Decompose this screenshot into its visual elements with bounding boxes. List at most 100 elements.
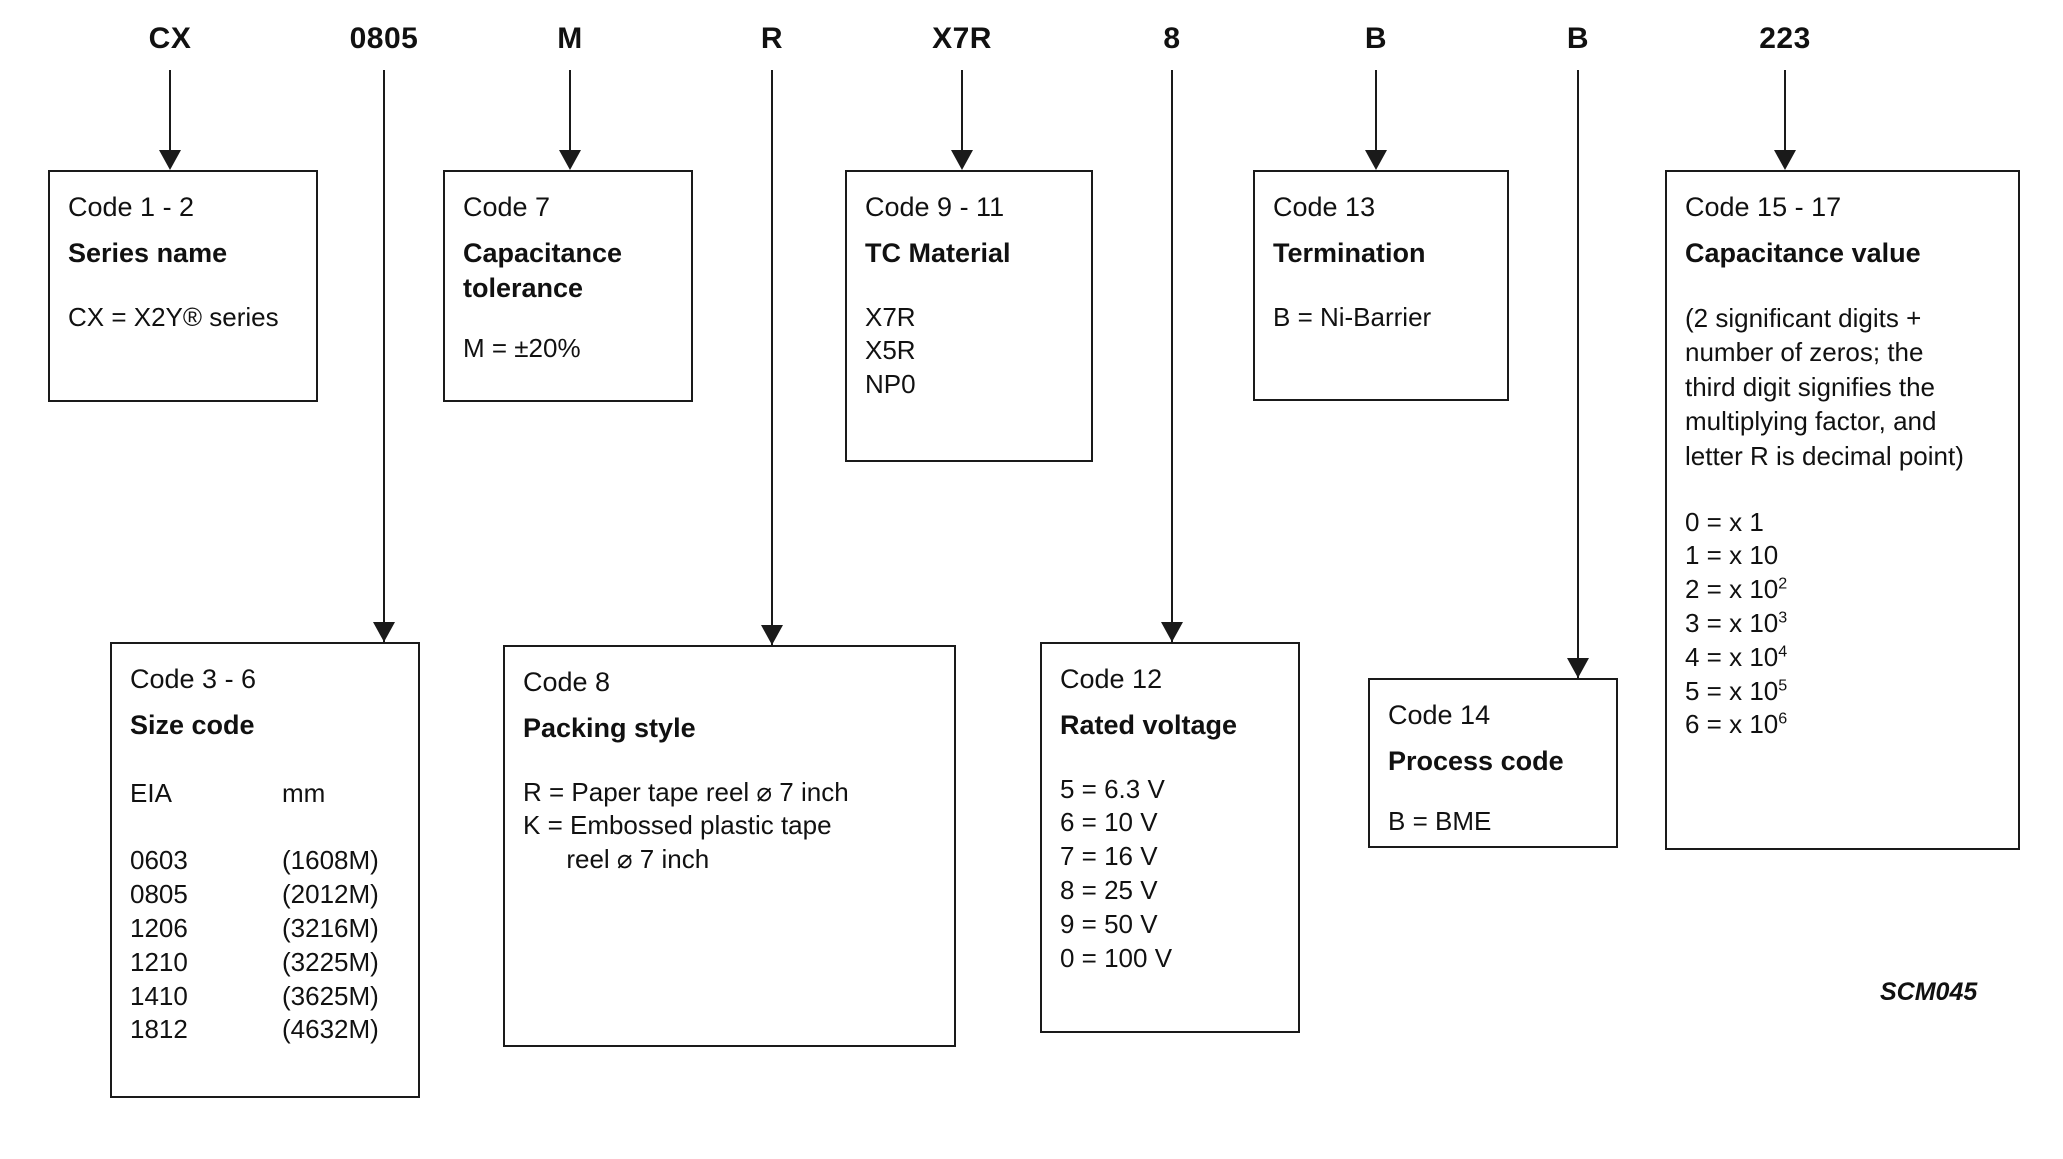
box-rated-voltage-body: 5 = 6.3 V 6 = 10 V 7 = 16 V 8 = 25 V 9 =… (1060, 773, 1282, 976)
arrowhead-b-termination (1365, 150, 1387, 170)
size-code-row: 1210(3225M) (130, 946, 379, 977)
box-capacitance-tolerance-code: Code 7 (463, 192, 551, 222)
box-process-code-body: B = BME (1388, 805, 1600, 839)
box-tc-material-title: TC Material (865, 237, 1011, 268)
box-tc-material: Code 9 - 11 TC Material X7R X5R NP0 (845, 170, 1093, 462)
connector-line-0805 (383, 70, 385, 642)
size-code-row: 1410(3625M) (130, 980, 379, 1011)
multiplier-row-3: 3 = x 103 (1685, 607, 1788, 638)
box-packing-style-line-1: R = Paper tape reel ⌀ 7 inch (523, 776, 849, 807)
box-tc-material-body: X7R X5R NP0 (865, 301, 1075, 402)
box-capacitance-value-note: (2 significant digits + number of zeros;… (1685, 301, 2002, 474)
box-capacitance-value-multipliers: 0 = x 1 1 = x 10 2 = x 102 3 = x 103 4 =… (1685, 506, 2002, 743)
box-termination-code: Code 13 (1273, 192, 1376, 222)
size-code-header-eia: EIA (130, 777, 172, 808)
box-size-code-title: Size code (130, 709, 255, 740)
arrowhead-0805 (373, 622, 395, 642)
code-label-0805: 0805 (349, 22, 419, 55)
box-series-name-title: Series name (68, 237, 228, 268)
box-rated-voltage-line-3: 7 = 16 V (1060, 841, 1158, 872)
box-rated-voltage-title: Rated voltage (1060, 709, 1238, 740)
connector-line-m (569, 70, 571, 160)
box-rated-voltage-code: Code 12 (1060, 664, 1163, 694)
box-size-code-table: EIA mm 0603(1608M) 0805(2012M) 1206(3216… (130, 777, 402, 1048)
box-series-name-code: Code 1 - 2 (68, 192, 195, 222)
box-capacitance-value-note-line-5: letter R is decimal point) (1685, 440, 1964, 471)
code-label-r: R (760, 22, 784, 55)
multiplier-row-5: 5 = x 105 (1685, 675, 1788, 706)
box-process-code-title: Process code (1388, 745, 1564, 776)
multiplier-row-4: 4 = x 104 (1685, 641, 1788, 672)
connector-line-x7r (961, 70, 963, 160)
box-series-name-line-1: CX = X2Y® series (68, 301, 279, 332)
box-capacitance-value-note-line-2: number of zeros; the (1685, 337, 1924, 368)
box-series-name-body: CX = X2Y® series (68, 301, 300, 335)
box-packing-style-line-3: reel ⌀ 7 inch (523, 844, 710, 875)
box-process-code-line-1: B = BME (1388, 805, 1492, 836)
arrowhead-223 (1774, 150, 1796, 170)
connector-line-223 (1784, 70, 1786, 160)
box-packing-style-body: R = Paper tape reel ⌀ 7 inch K = Embosse… (523, 776, 938, 877)
code-label-cx: CX (148, 22, 192, 55)
box-process-code-code: Code 14 (1388, 700, 1491, 730)
box-termination-body: B = Ni-Barrier (1273, 301, 1491, 335)
arrowhead-m (559, 150, 581, 170)
multiplier-row-0: 0 = x 1 (1685, 506, 1764, 537)
size-code-header-mm: mm (282, 777, 326, 808)
box-capacitance-tolerance: Code 7 Capacitance tolerance M = ±20% (443, 170, 693, 402)
connector-line-8 (1171, 70, 1173, 642)
box-capacitance-value: Code 15 - 17 Capacitance value (2 signif… (1665, 170, 2020, 850)
connector-line-r (771, 70, 773, 645)
box-rated-voltage-line-4: 8 = 25 V (1060, 875, 1158, 906)
arrowhead-b-process (1567, 658, 1589, 678)
size-code-row: 1812(4632M) (130, 1014, 379, 1045)
box-tc-material-line-2: X5R (865, 335, 916, 366)
box-packing-style-title: Packing style (523, 712, 696, 743)
multiplier-row-2: 2 = x 102 (1685, 574, 1788, 605)
box-series-name: Code 1 - 2 Series name CX = X2Y® series (48, 170, 318, 402)
box-tc-material-line-1: X7R (865, 301, 916, 332)
size-code-row: 0805(2012M) (130, 879, 379, 910)
box-termination-line-1: B = Ni-Barrier (1273, 301, 1432, 332)
box-rated-voltage-line-2: 6 = 10 V (1060, 807, 1158, 838)
code-label-223: 223 (1759, 22, 1811, 55)
box-packing-style-code: Code 8 (523, 667, 611, 697)
box-packing-style: Code 8 Packing style R = Paper tape reel… (503, 645, 956, 1047)
code-label-b-termination: B (1364, 22, 1388, 55)
box-size-code: Code 3 - 6 Size code EIA mm 0603(1608M) … (110, 642, 420, 1098)
box-tc-material-code: Code 9 - 11 (865, 192, 1005, 222)
arrowhead-8 (1161, 622, 1183, 642)
arrowhead-x7r (951, 150, 973, 170)
arrowhead-r (761, 625, 783, 645)
multiplier-row-1: 1 = x 10 (1685, 540, 1779, 571)
size-code-row: 0603(1608M) (130, 845, 379, 876)
connector-line-b-termination (1375, 70, 1377, 160)
box-capacitance-value-note-line-3: third digit signifies the (1685, 371, 1936, 402)
box-rated-voltage-line-5: 9 = 50 V (1060, 908, 1158, 939)
connector-line-b-process (1577, 70, 1579, 678)
box-process-code: Code 14 Process code B = BME (1368, 678, 1618, 848)
box-rated-voltage: Code 12 Rated voltage 5 = 6.3 V 6 = 10 V… (1040, 642, 1300, 1033)
box-capacitance-value-title: Capacitance value (1685, 237, 1921, 268)
multiplier-row-6: 6 = x 106 (1685, 709, 1788, 740)
box-capacitance-value-note-line-4: multiplying factor, and (1685, 406, 1937, 437)
box-tc-material-line-3: NP0 (865, 369, 916, 400)
size-code-header-row: EIA mm (130, 777, 402, 811)
box-capacitance-value-code: Code 15 - 17 (1685, 192, 1842, 222)
code-label-m: M (557, 22, 583, 55)
box-rated-voltage-line-6: 0 = 100 V (1060, 942, 1173, 973)
box-capacitance-tolerance-title1: Capacitance (463, 237, 623, 268)
box-termination-title: Termination (1273, 237, 1426, 268)
code-label-8: 8 (1163, 22, 1181, 55)
box-capacitance-tolerance-body: M = ±20% (463, 332, 675, 366)
size-code-row: 1206(3216M) (130, 913, 379, 944)
box-rated-voltage-line-1: 5 = 6.3 V (1060, 773, 1165, 804)
box-size-code-code: Code 3 - 6 (130, 664, 257, 694)
figure-id-label: SCM045 (1880, 978, 1978, 1006)
box-packing-style-line-2: K = Embossed plastic tape (523, 810, 832, 841)
arrowhead-cx (159, 150, 181, 170)
code-label-b-process: B (1566, 22, 1590, 55)
code-label-x7r: X7R (932, 22, 992, 55)
box-capacitance-tolerance-line-1: M = ±20% (463, 332, 581, 363)
